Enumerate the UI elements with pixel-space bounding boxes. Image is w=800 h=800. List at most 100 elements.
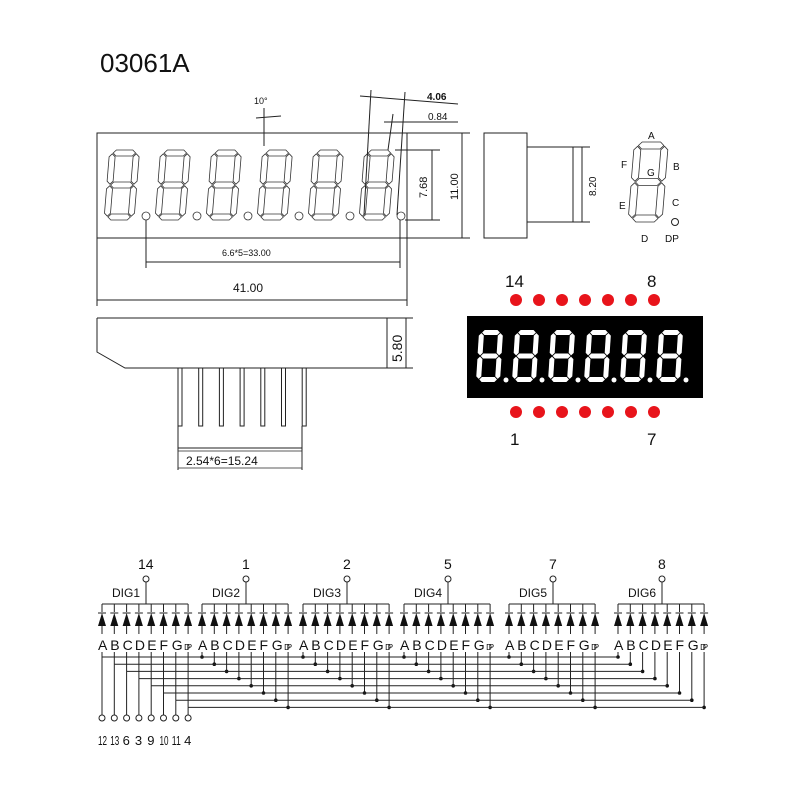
diode-icon bbox=[122, 613, 131, 626]
lit-segment bbox=[676, 333, 683, 356]
segment-outline bbox=[112, 149, 137, 157]
diode-icon bbox=[400, 613, 408, 626]
diode-icon bbox=[247, 613, 256, 626]
segment-label: F bbox=[462, 637, 471, 653]
segment-outline bbox=[212, 181, 236, 189]
side-view: 8.20 bbox=[483, 132, 599, 239]
dim-box bbox=[177, 450, 303, 469]
legend-dp-dot bbox=[671, 218, 679, 226]
bottom-body bbox=[96, 317, 388, 369]
pin-dot-top bbox=[602, 294, 614, 306]
common-pin-label: 8 bbox=[658, 556, 666, 572]
segment-label: B bbox=[412, 637, 421, 653]
segment-label: DP bbox=[284, 643, 292, 652]
pins bbox=[177, 367, 307, 470]
segment-outline bbox=[155, 185, 164, 217]
lit-segment bbox=[657, 333, 664, 356]
diode-icon bbox=[348, 613, 357, 626]
segment-outline bbox=[265, 149, 290, 157]
segment-label: G bbox=[172, 637, 183, 653]
segment-label: C bbox=[324, 637, 334, 653]
common-pin bbox=[658, 575, 666, 583]
lit-segment bbox=[554, 330, 572, 335]
segment-label: C bbox=[223, 637, 233, 653]
segment-outline bbox=[107, 213, 131, 221]
diode-icon bbox=[210, 613, 219, 626]
pin-dot-top bbox=[533, 294, 545, 306]
legend-dp: DP bbox=[665, 234, 679, 245]
diode-icon bbox=[234, 613, 243, 626]
lit-segment bbox=[662, 330, 680, 335]
lit-segment bbox=[620, 356, 627, 379]
dim-pins: 2.54*6=15.24 bbox=[186, 454, 258, 468]
diode-icon bbox=[566, 613, 575, 626]
diode-icon bbox=[198, 613, 206, 626]
side-pins bbox=[527, 146, 574, 223]
segment-outline bbox=[232, 153, 242, 185]
dim-pitch: 6.6*5=33.00 bbox=[222, 248, 271, 258]
common-pin-label: 14 bbox=[138, 556, 154, 572]
pin-dot-bottom bbox=[648, 406, 660, 418]
diode-icon bbox=[424, 613, 433, 626]
lit-segment bbox=[640, 333, 647, 356]
segment-label: D bbox=[135, 637, 145, 653]
segment-outline bbox=[257, 185, 266, 217]
pin-dots bbox=[510, 294, 660, 418]
segment-label: F bbox=[361, 637, 370, 653]
decimal-point bbox=[243, 211, 253, 221]
lit-segment bbox=[531, 356, 538, 379]
ext-line bbox=[363, 89, 372, 216]
lit-decimal-point bbox=[647, 377, 653, 383]
segment-label: G bbox=[272, 637, 283, 653]
segment-label: E bbox=[348, 637, 357, 653]
segment-outline bbox=[281, 185, 290, 217]
pin-dot-top bbox=[648, 294, 660, 306]
diode-icon bbox=[299, 613, 307, 626]
diode-icon bbox=[700, 613, 709, 626]
decimal-point bbox=[192, 211, 202, 221]
lit-segment bbox=[590, 330, 608, 335]
diode-icon bbox=[591, 613, 600, 626]
diode-icon bbox=[486, 613, 495, 626]
segment-pin bbox=[160, 714, 167, 722]
segment-label: D bbox=[542, 637, 552, 653]
segment-outline bbox=[158, 213, 182, 221]
dim-7-68: 7.68 bbox=[418, 177, 430, 198]
diode-icon bbox=[335, 613, 344, 626]
dim-0-84: 0.84 bbox=[428, 112, 448, 123]
pin bbox=[301, 367, 307, 427]
lit-segment bbox=[624, 353, 643, 359]
pin-dot-bottom bbox=[602, 406, 614, 418]
lit-segment bbox=[548, 356, 555, 379]
segment-outline bbox=[110, 181, 134, 189]
segment-outline bbox=[263, 181, 287, 189]
diode-icon bbox=[578, 613, 587, 626]
lit-segment bbox=[512, 356, 519, 379]
segment-label: D bbox=[336, 637, 346, 653]
diode-icon bbox=[171, 613, 180, 626]
segment-pin-label: 11 bbox=[172, 733, 181, 748]
segment-pin-label: 3 bbox=[135, 733, 142, 748]
legend-segment bbox=[655, 182, 666, 219]
lit-segment bbox=[585, 333, 592, 356]
segment-label: A bbox=[400, 637, 410, 653]
legend-e: E bbox=[619, 201, 626, 212]
segment-label: DP bbox=[700, 643, 708, 652]
diode-icon bbox=[517, 613, 526, 626]
segment-outline bbox=[311, 213, 335, 221]
photo-pin-label-7: 7 bbox=[647, 430, 656, 449]
diode-icon bbox=[134, 613, 143, 626]
front-digits bbox=[104, 149, 406, 221]
segment-label: D bbox=[651, 637, 661, 653]
lit-segment bbox=[480, 353, 499, 359]
segment-outline bbox=[314, 181, 338, 189]
segment-pin-label: 10 bbox=[160, 733, 169, 748]
diode-icon bbox=[259, 613, 268, 626]
diode-icon bbox=[222, 613, 231, 626]
segment-legend: A F B G E C D DP bbox=[619, 131, 680, 245]
segment-pin bbox=[172, 714, 180, 722]
diode-icon bbox=[110, 613, 119, 626]
segment-outline bbox=[163, 149, 188, 157]
diode-icon bbox=[663, 613, 672, 626]
